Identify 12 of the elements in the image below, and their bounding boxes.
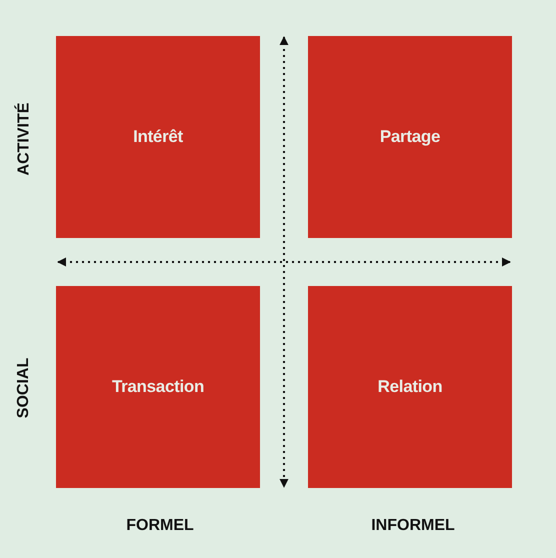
quadrant-box: [56, 286, 260, 488]
quadrant-box: [308, 36, 512, 238]
axis-label: ACTIVITÉ: [16, 102, 32, 176]
quadrant-title: Partage: [380, 126, 440, 148]
axis-label: SOCIAL: [16, 358, 32, 418]
quadrant-title: Transaction: [112, 376, 204, 398]
quadrant-box: [56, 36, 260, 238]
axis-label: INFORMEL: [371, 518, 455, 534]
quadrant-title: Relation: [378, 376, 442, 398]
axis-label: FORMEL: [126, 518, 194, 534]
quadrant-title: Intérêt: [133, 126, 183, 148]
quadrant-box: [308, 286, 512, 488]
